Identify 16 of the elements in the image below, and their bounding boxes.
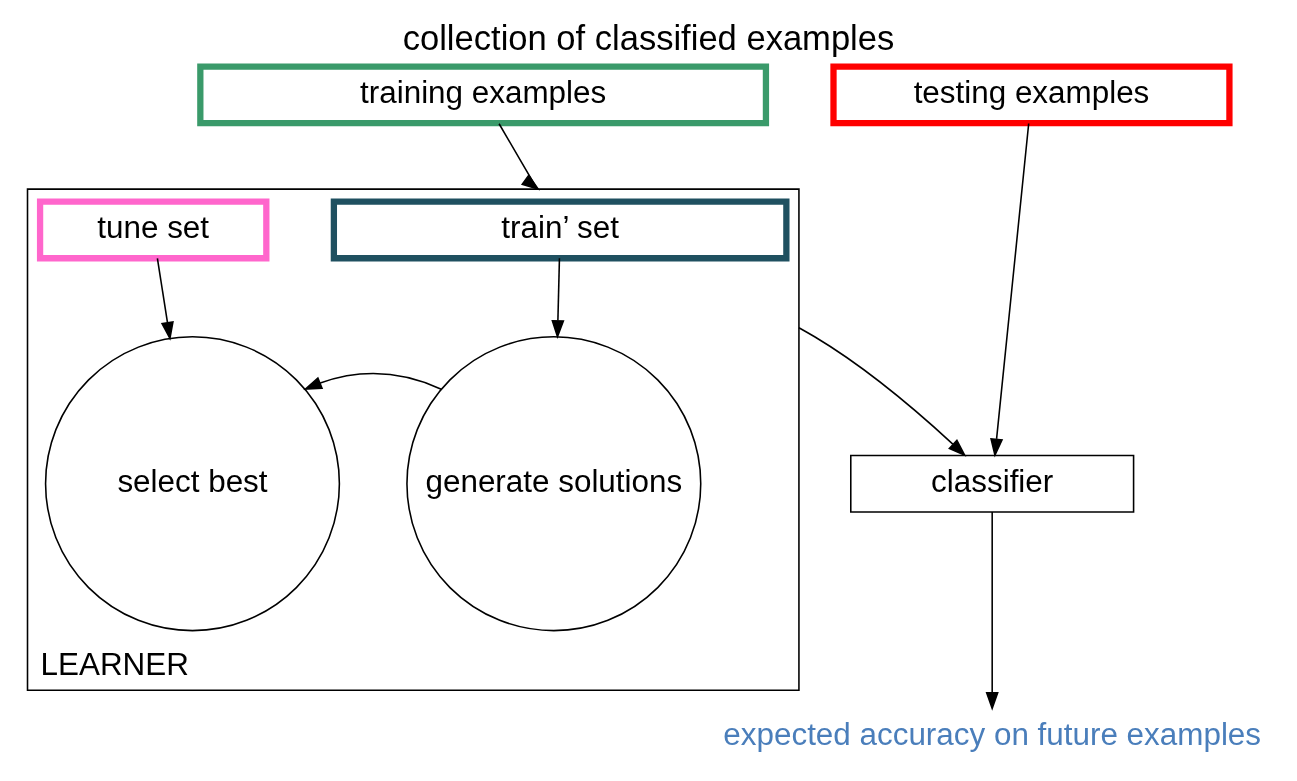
node-text: expected accuracy on future examples (723, 716, 1262, 752)
arrow (798, 326, 967, 457)
node-circle: generate solutions (406, 335, 702, 631)
diagram-title: collection of classified examples (402, 18, 895, 57)
node-box: classifier (850, 454, 1135, 513)
arrow (498, 122, 541, 190)
arrow (990, 122, 1030, 457)
arrow (985, 510, 999, 711)
node-box: testing examples (830, 62, 1233, 126)
arrow (303, 372, 443, 390)
node-circle: select best (44, 335, 341, 631)
arrow (551, 257, 565, 339)
arrow (156, 257, 174, 341)
node-box: training examples (197, 62, 770, 126)
node-box: train’ set (330, 198, 790, 261)
node-box: tune set (36, 198, 270, 261)
